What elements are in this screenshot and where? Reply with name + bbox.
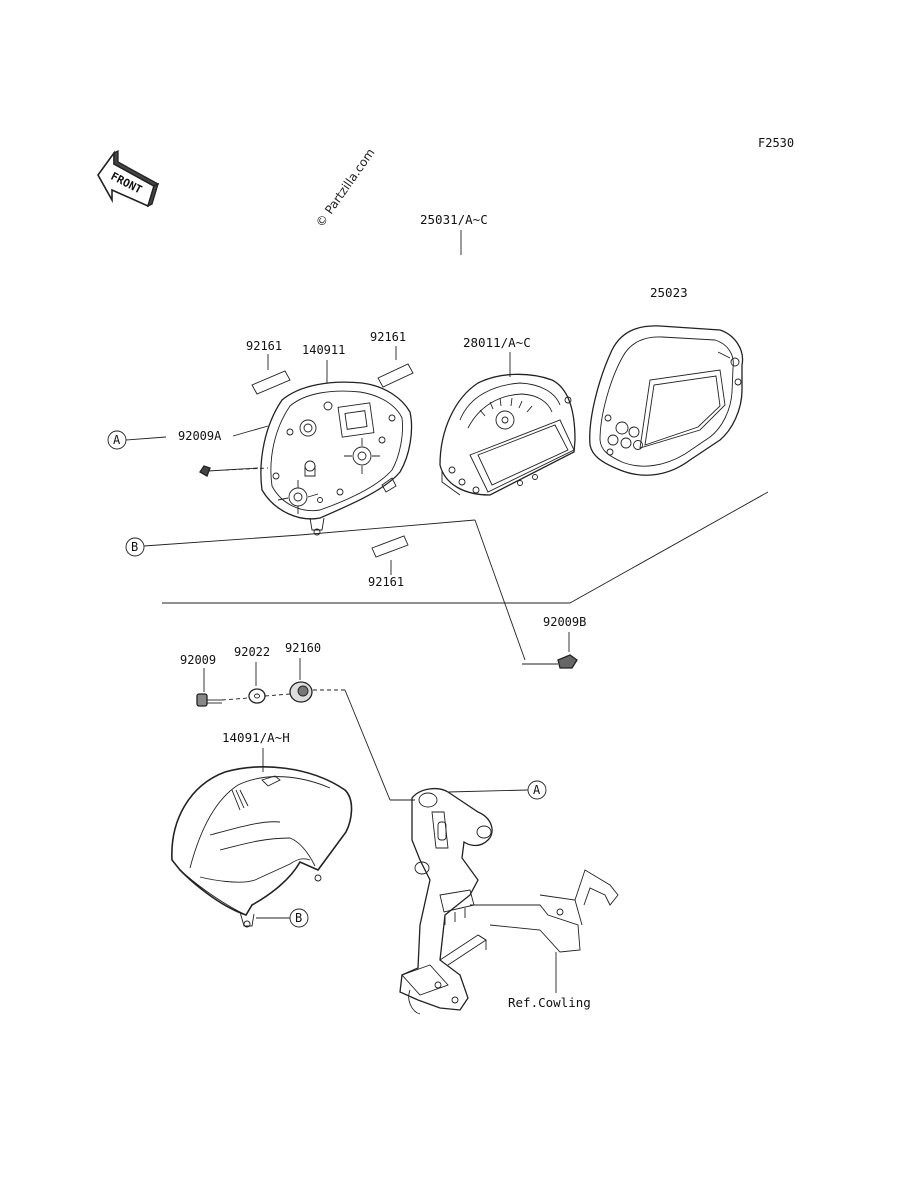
- label-92009: 92009: [180, 653, 216, 667]
- assembly-line-2: [264, 693, 291, 697]
- label-28011: 28011/A~C: [463, 335, 531, 350]
- grommet-92160: [289, 681, 313, 703]
- watermark: © Partzilla.com: [313, 146, 378, 230]
- callout-a-upper: A: [107, 430, 167, 450]
- callout-b-lower-letter: B: [295, 911, 302, 925]
- label-92161-bottom: 92161: [368, 575, 404, 589]
- assembly-line-4: [344, 689, 391, 801]
- figure-code: F2530: [758, 136, 794, 150]
- screw-92009B: [522, 654, 578, 669]
- callout-a-lower-letter: A: [533, 783, 541, 797]
- callout-b-upper: B: [125, 519, 476, 557]
- label-92009B: 92009B: [543, 615, 586, 629]
- assembly-line-1: [221, 697, 249, 701]
- leader-b-to-92009B: [474, 519, 526, 661]
- meter-stay-bracket: [399, 787, 619, 1015]
- label-25031: 25031/A~C: [420, 212, 488, 227]
- section-line-diagonal: [569, 491, 769, 604]
- meter-cover-14091: [171, 766, 353, 928]
- sticker-92161-right: [377, 363, 414, 388]
- screw-92009A: [199, 465, 269, 477]
- label-92161-right: 92161: [370, 330, 406, 344]
- meter-cover-25023: [589, 325, 744, 476]
- bolt-92009: [196, 693, 222, 707]
- sticker-92161-bottom: [371, 535, 409, 558]
- callout-a-upper-letter: A: [113, 433, 121, 447]
- front-arrow-icon: FRONT: [97, 149, 160, 208]
- meter-case-140911: [260, 381, 413, 536]
- label-92022: 92022: [234, 645, 270, 659]
- callout-a-lower: A: [447, 780, 547, 800]
- label-140911: 140911: [302, 343, 345, 357]
- leader-92009A: [232, 425, 269, 437]
- washer-92022: [248, 688, 266, 704]
- label-25023: 25023: [650, 285, 688, 300]
- label-92161-left: 92161: [246, 339, 282, 353]
- label-92160: 92160: [285, 641, 321, 655]
- sticker-92161-left: [251, 370, 291, 395]
- label-14091: 14091/A~H: [222, 730, 290, 745]
- label-92009A: 92009A: [178, 429, 222, 443]
- callout-b-lower: B: [256, 908, 309, 928]
- callout-b-upper-letter: B: [131, 540, 138, 554]
- label-ref-cowling: Ref.Cowling: [508, 995, 591, 1010]
- meter-assembly-28011: [439, 373, 576, 496]
